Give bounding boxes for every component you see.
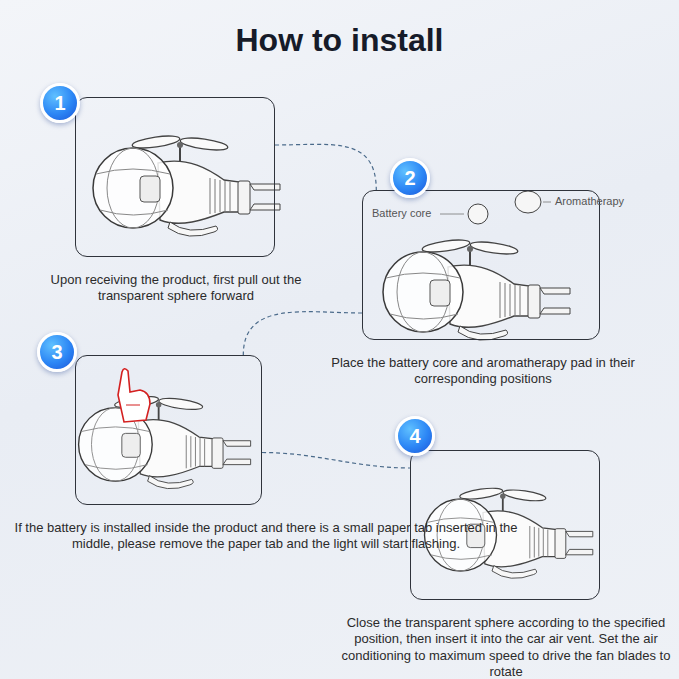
step-panel: If the battery is installed inside the p… [75, 355, 262, 505]
dashed-connector [275, 144, 376, 190]
part-label: Aromatherapy [555, 195, 624, 207]
step-number-badge: 1 [40, 83, 80, 123]
step-number-badge: 4 [395, 416, 435, 456]
step-panel: Upon receiving the product, first pull o… [75, 97, 275, 257]
diagram-title: How to install [0, 22, 679, 59]
step-caption: Place the battery core and aromatherapy … [323, 355, 643, 388]
step-panel: Close the transparent sphere according t… [410, 450, 600, 600]
step-caption: If the battery is installed inside the p… [11, 520, 521, 553]
step-number-badge: 3 [37, 332, 77, 372]
step-caption: Upon receiving the product, first pull o… [24, 272, 328, 305]
dashed-connector [262, 453, 410, 469]
step-number: 3 [51, 341, 62, 364]
step-caption: Close the transparent sphere according t… [341, 615, 671, 679]
part-label: Battery core [372, 207, 431, 219]
dashed-connector [243, 312, 362, 355]
step-number: 4 [409, 425, 420, 448]
step-number: 1 [54, 92, 65, 115]
step-number-badge: 2 [390, 158, 430, 198]
step-number: 2 [404, 167, 415, 190]
